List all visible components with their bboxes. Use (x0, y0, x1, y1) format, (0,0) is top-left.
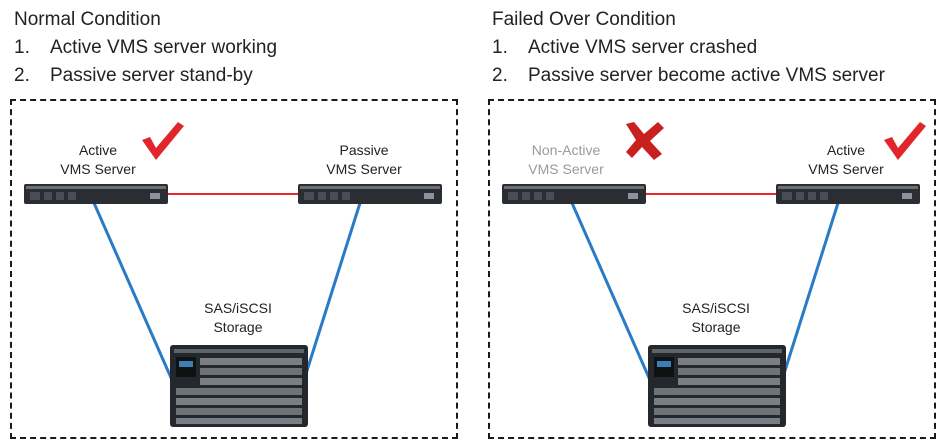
active-server-icon (24, 184, 168, 204)
non-active-server-icon (502, 184, 646, 204)
step-number: 1. (492, 37, 508, 58)
label-line: Active (78, 142, 118, 158)
storage-link (570, 202, 652, 381)
active-server-label: Active VMS Server (786, 141, 906, 179)
storage-link (92, 202, 174, 381)
check-icon (142, 122, 184, 160)
label-line: SAS/iSCSI (682, 300, 750, 316)
storage-array-icon (170, 345, 308, 427)
label-line: VMS Server (528, 161, 604, 177)
step-text: Passive server stand-by (50, 65, 253, 86)
panel-heading: Failed Over Condition (492, 9, 676, 30)
failed-over-condition-panel: Failed Over Condition 1. Active VMS serve… (478, 0, 948, 439)
diagram-canvas (24, 122, 442, 427)
storage-link (302, 202, 362, 381)
step-item: 1. Active VMS server crashed (492, 36, 757, 60)
step-item: 1. Active VMS server working (14, 36, 277, 60)
label-line: Active (826, 142, 866, 158)
storage-array-icon (648, 345, 786, 427)
panel-heading: Normal Condition (14, 9, 161, 30)
step-number: 2. (492, 65, 508, 86)
non-active-server-label: Non-Active VMS Server (506, 141, 626, 179)
passive-server-label: Passive VMS Server (304, 141, 424, 179)
storage-label: SAS/iSCSI Storage (178, 299, 298, 337)
label-line: Passive (339, 142, 389, 158)
step-number: 2. (14, 65, 30, 86)
label-line: VMS Server (326, 161, 402, 177)
step-item: 2. Passive server stand-by (14, 64, 253, 88)
check-icon (884, 122, 926, 160)
diagram-canvas (502, 122, 926, 427)
cross-icon (626, 122, 664, 160)
step-text: Active VMS server crashed (528, 37, 758, 58)
step-item: 2. Passive server become active VMS serve… (492, 64, 885, 88)
active-server-label: Active VMS Server (38, 141, 158, 179)
normal-condition-panel: Normal Condition 1. Active VMS server wor… (0, 0, 470, 439)
storage-link (780, 202, 840, 381)
step-number: 1. (14, 37, 30, 58)
step-text: Active VMS server working (50, 37, 278, 58)
label-line: VMS Server (60, 161, 136, 177)
active-server-icon (776, 184, 920, 204)
step-text: Passive server become active VMS server (528, 65, 885, 86)
label-line: Non-Active (531, 142, 601, 158)
label-line: VMS Server (808, 161, 884, 177)
label-line: Storage (691, 319, 741, 335)
storage-label: SAS/iSCSI Storage (656, 299, 776, 337)
label-line: Storage (213, 319, 263, 335)
label-line: SAS/iSCSI (204, 300, 272, 316)
passive-server-icon (298, 184, 442, 204)
